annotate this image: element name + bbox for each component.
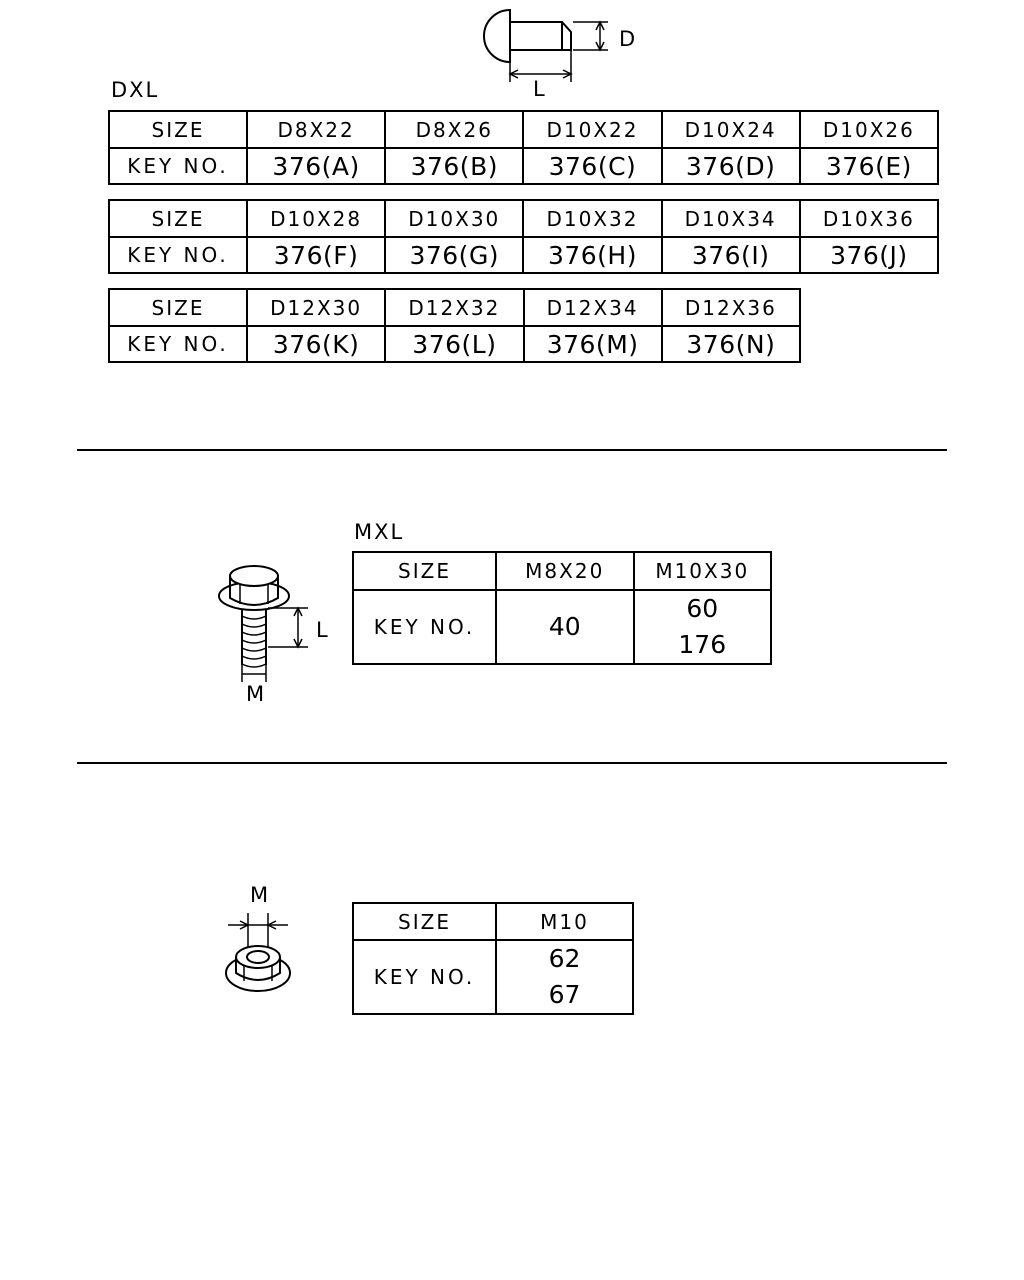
key-no-header: KEY NO.: [108, 147, 248, 185]
size-cell: D10X32: [522, 199, 663, 238]
size-cell: D10X36: [798, 199, 940, 238]
key-no-cell: 376(L): [384, 325, 525, 363]
key-no-header: KEY NO.: [108, 236, 248, 274]
section-divider: [77, 762, 947, 764]
size-cell: M10X30: [632, 551, 772, 591]
key-no-header: KEY NO.: [352, 589, 497, 665]
size-header: SIZE: [108, 110, 248, 149]
flange-bolt-drawing: [218, 565, 308, 682]
size-cell: D10X28: [245, 199, 387, 238]
key-no-cell: 376(B): [384, 147, 525, 185]
key-no-cell: 376(C): [522, 147, 663, 185]
key-no-cell: 376(I): [660, 236, 801, 274]
pin-drawing: [483, 8, 608, 82]
size-header: SIZE: [108, 288, 248, 327]
key-no-header: KEY NO.: [352, 939, 497, 1015]
size-cell: D12X36: [660, 288, 802, 327]
size-cell: D12X34: [522, 288, 663, 327]
size-cell: D10X30: [384, 199, 525, 238]
bolt-dim-l-label: L: [316, 618, 330, 642]
key-no-value: 62: [548, 944, 581, 973]
nut-dim-m-label: M: [250, 883, 271, 907]
size-cell: D12X30: [245, 288, 387, 327]
key-no-value: 176: [678, 630, 727, 659]
key-no-value: 60: [686, 594, 719, 623]
dxl-table-2: SIZE D10X28 D10X30 D10X32 D10X34 D10X36 …: [108, 199, 940, 274]
section-divider: [77, 449, 947, 451]
pin-dim-d-label: D: [619, 27, 638, 51]
dxl-table-1: SIZE D8X22 D8X26 D10X22 D10X24 D10X26 KE…: [108, 110, 940, 185]
size-cell: D10X22: [522, 110, 663, 149]
dxl-table-3: SIZE D12X30 D12X32 D12X34 D12X36 KEY NO.…: [108, 288, 802, 363]
size-cell: D10X24: [660, 110, 801, 149]
size-header: SIZE: [352, 902, 497, 941]
flange-nut-drawing: [225, 913, 291, 992]
key-no-cell: 62 67: [495, 939, 634, 1015]
key-no-cell: 376(M): [522, 325, 663, 363]
dxl-title: DXL: [111, 78, 160, 102]
mxl-title: MXL: [354, 520, 405, 544]
mxl-table: SIZE M8X20 M10X30 KEY NO. 40 60 176: [352, 551, 772, 665]
key-no-cell: 376(A): [245, 147, 387, 185]
key-no-cell: 60 176: [632, 589, 772, 665]
key-no-cell: 376(F): [245, 236, 387, 274]
bolt-dim-m-label: M: [246, 682, 267, 706]
key-no-cell: 376(J): [798, 236, 940, 274]
key-no-cell: 376(H): [522, 236, 663, 274]
size-cell: D8X26: [384, 110, 525, 149]
size-cell: M8X20: [495, 551, 635, 591]
size-cell: D10X26: [798, 110, 940, 149]
key-no-value: 40: [548, 612, 581, 641]
key-no-cell: 40: [495, 589, 635, 665]
size-cell: D8X22: [245, 110, 387, 149]
size-cell: M10: [495, 902, 634, 941]
key-no-cell: 376(K): [245, 325, 387, 363]
size-cell: D10X34: [660, 199, 801, 238]
size-header: SIZE: [108, 199, 248, 238]
key-no-cell: 376(E): [798, 147, 940, 185]
size-cell: D12X32: [384, 288, 525, 327]
key-no-cell: 376(D): [660, 147, 801, 185]
key-no-cell: 376(N): [660, 325, 802, 363]
pin-dim-l-label: L: [533, 77, 547, 101]
nut-table: SIZE M10 KEY NO. 62 67: [352, 902, 634, 1015]
size-header: SIZE: [352, 551, 497, 591]
key-no-cell: 376(G): [384, 236, 525, 274]
key-no-header: KEY NO.: [108, 325, 248, 363]
key-no-value: 67: [548, 980, 581, 1009]
